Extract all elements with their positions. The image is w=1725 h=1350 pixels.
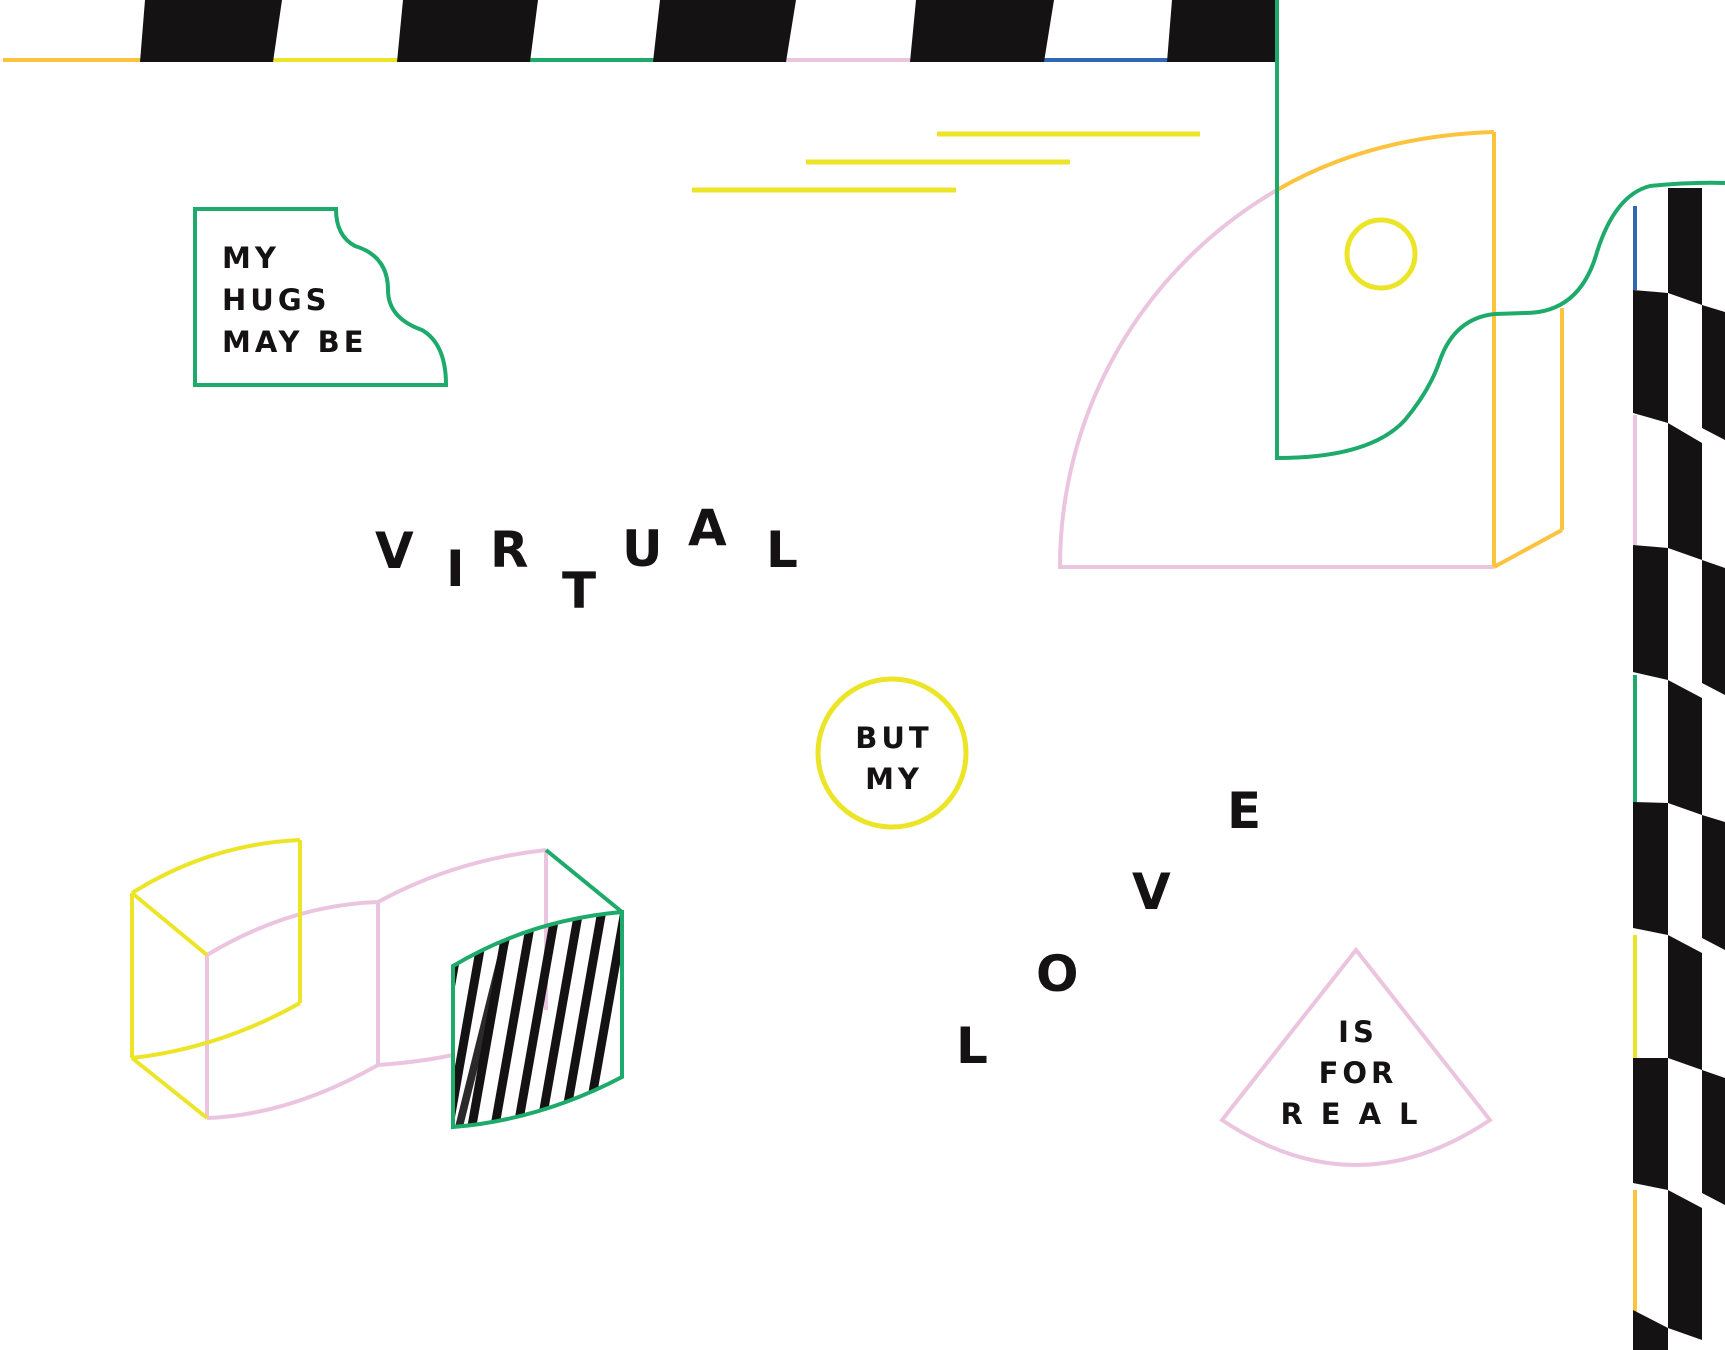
real-line-3: REAL (1280, 1097, 1435, 1131)
virtual-letter-i: I (446, 540, 465, 598)
love-letter-e: E (1227, 782, 1261, 840)
hugs-line-2: HUGS (222, 283, 331, 317)
top-border (3, 0, 1276, 62)
virtual-letter-v: V (375, 522, 414, 580)
top-block-4 (910, 0, 1054, 62)
virtual-letter-a: A (688, 499, 727, 557)
virtual-letter-r: R (490, 521, 529, 579)
top-block-2 (397, 0, 538, 62)
love-letter-l: L (956, 1017, 988, 1075)
checker-cells-right (1633, 188, 1725, 1350)
yellow-depth-top (130, 891, 209, 957)
top-block-1 (140, 0, 282, 62)
hugs-box: MY HUGS MAY BE (193, 207, 449, 387)
orange-depth-line (1493, 528, 1563, 569)
yellow-front-arc-bottom (131, 1001, 301, 1060)
but-line-1: BUT (855, 721, 932, 755)
pink-wave-bottom (206, 1053, 454, 1120)
real-triangle: IS FOR REAL (1219, 946, 1493, 1167)
love-word: L O V E (956, 782, 1261, 1075)
green-stripe-frame (451, 909, 624, 1130)
virtual-letter-u: U (622, 520, 663, 578)
top-block-5 (1167, 0, 1276, 62)
virtual-word: V I R T U A L (375, 499, 798, 620)
but-line-2: MY (865, 762, 923, 796)
love-letter-v: V (1132, 863, 1171, 921)
yellow-depth-bottom (130, 1056, 209, 1120)
green-vertical-wave (1275, 0, 1725, 461)
hugs-line-1: MY (222, 241, 280, 275)
bottom-left-wave (130, 838, 624, 1130)
green-depth-top (544, 848, 624, 914)
but-circle: BUT MY (815, 676, 969, 830)
real-triangle-outline (1219, 946, 1493, 1167)
yellow-small-circle (1344, 217, 1418, 291)
right-checker-strip (1633, 188, 1725, 1350)
love-letter-o: O (1036, 945, 1079, 1003)
quarter-shape (1058, 0, 1725, 569)
hugs-box-outline (193, 207, 449, 387)
real-line-1: IS (1338, 1015, 1378, 1049)
virtual-letter-t: T (562, 562, 596, 620)
top-block-3 (653, 0, 796, 62)
speed-lines (692, 131, 1200, 193)
real-line-2: FOR (1319, 1056, 1398, 1090)
pink-quarter-arc (1058, 188, 1279, 567)
hugs-line-3: MAY BE (222, 325, 368, 359)
but-circle-outline (815, 676, 969, 830)
yellow-front-arc-top (130, 838, 301, 895)
virtual-letter-l: L (766, 521, 798, 579)
orange-arc (1275, 130, 1495, 192)
